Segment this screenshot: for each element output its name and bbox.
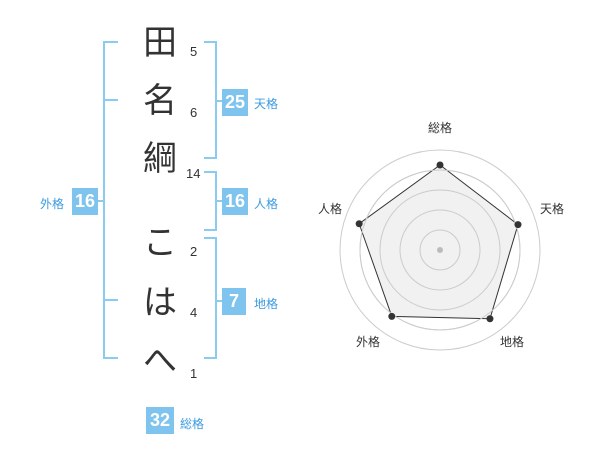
tenkaku-label: 天格 bbox=[254, 97, 279, 111]
name-char-6: へ bbox=[143, 341, 177, 381]
chikaku-value-badge: 7 bbox=[222, 288, 246, 315]
radar-grid-ring-inner bbox=[399, 209, 481, 291]
stroke-count-2: 6 bbox=[190, 105, 198, 120]
stroke-count-5: 4 bbox=[190, 305, 198, 320]
stroke-count-6: 1 bbox=[190, 366, 198, 381]
radar-axis-label-4: 外格 bbox=[356, 334, 380, 349]
radar-point-4 bbox=[388, 312, 396, 320]
name-char-5: は bbox=[143, 283, 177, 323]
name-char-2: 名 bbox=[143, 81, 177, 121]
name-char-3: 綱 bbox=[143, 139, 177, 179]
radar-grid-ring-inner bbox=[359, 169, 521, 331]
tenkaku-value-badge: 25 bbox=[222, 89, 248, 116]
name-char-1: 田 bbox=[143, 23, 177, 63]
radar-point-2 bbox=[514, 221, 522, 229]
chikaku-label: 地格 bbox=[254, 297, 279, 311]
jinkaku-label: 人格 bbox=[254, 197, 279, 211]
radar-center-dot bbox=[437, 247, 443, 253]
jinkaku-value-badge: 16 bbox=[222, 188, 248, 215]
gaikaku-value-badge: 16 bbox=[72, 188, 98, 215]
stroke-count-3: 14 bbox=[186, 166, 201, 181]
chikaku-bracket bbox=[204, 237, 217, 359]
radar-axis-label-3: 地格 bbox=[500, 334, 524, 349]
radar-point-1 bbox=[436, 161, 444, 169]
stroke-count-4: 2 bbox=[190, 244, 198, 259]
radar-series-polygon bbox=[358, 164, 519, 320]
stroke-count-1: 5 bbox=[190, 44, 198, 59]
radar-point-3 bbox=[486, 315, 494, 323]
radar-grid-ring bbox=[339, 149, 541, 351]
radar-axis-label-2: 天格 bbox=[540, 201, 564, 216]
name-char-4: こ bbox=[143, 223, 177, 263]
soukaku-value-badge: 32 bbox=[146, 407, 174, 434]
radar-grid-ring-inner bbox=[379, 189, 501, 311]
radar-grid-ring-inner bbox=[419, 229, 461, 271]
gaikaku-label: 外格 bbox=[40, 197, 65, 211]
radar-point-5 bbox=[355, 220, 363, 228]
radar-axis-label-1: 総格 bbox=[428, 120, 452, 135]
soukaku-label: 総格 bbox=[180, 417, 205, 431]
radar-axis-label-5: 人格 bbox=[318, 201, 342, 216]
